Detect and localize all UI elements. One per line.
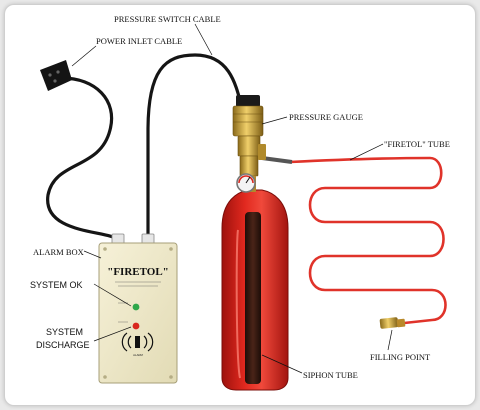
firetol-tube: [288, 156, 447, 326]
alarm-box-brand: "FIRETOL": [107, 266, 169, 278]
alarm-box: "FIRETOL" ALARM: [98, 233, 178, 384]
pressure-gauge: [236, 173, 256, 193]
pressure-switch-cable: [146, 53, 244, 242]
power-plug: [40, 60, 72, 91]
label-firetol-tube: "FIRETOL" TUBE: [384, 139, 450, 149]
label-alarm-box: ALARM BOX: [33, 247, 84, 257]
power-inlet-cable: [46, 76, 120, 242]
label-system-discharge-line1: SYSTEM: [46, 327, 83, 337]
label-system-ok: SYSTEM OK: [30, 280, 83, 290]
label-pressure-switch-cable: PRESSURE SWITCH CABLE: [114, 14, 221, 24]
filling-point-fitting: [379, 317, 406, 329]
alarm-box-alarm-text: ALARM: [133, 353, 143, 357]
braided-hose: [261, 156, 293, 164]
label-pressure-gauge: PRESSURE GAUGE: [289, 112, 363, 122]
label-filling-point: FILLING POINT: [370, 352, 431, 362]
label-system-discharge-line2: DISCHARGE: [36, 340, 90, 350]
extinguisher-cylinder: [221, 189, 289, 391]
label-siphon-tube: SIPHON TUBE: [303, 370, 358, 380]
valve-assembly: [232, 95, 266, 192]
buzzer-icon: [121, 332, 154, 352]
system-discharge-led: [132, 322, 140, 330]
label-power-inlet-cable: POWER INLET CABLE: [96, 36, 182, 46]
system-ok-led: [132, 303, 140, 311]
leader-lines: [71, 23, 393, 374]
siphon-tube: [245, 212, 261, 384]
